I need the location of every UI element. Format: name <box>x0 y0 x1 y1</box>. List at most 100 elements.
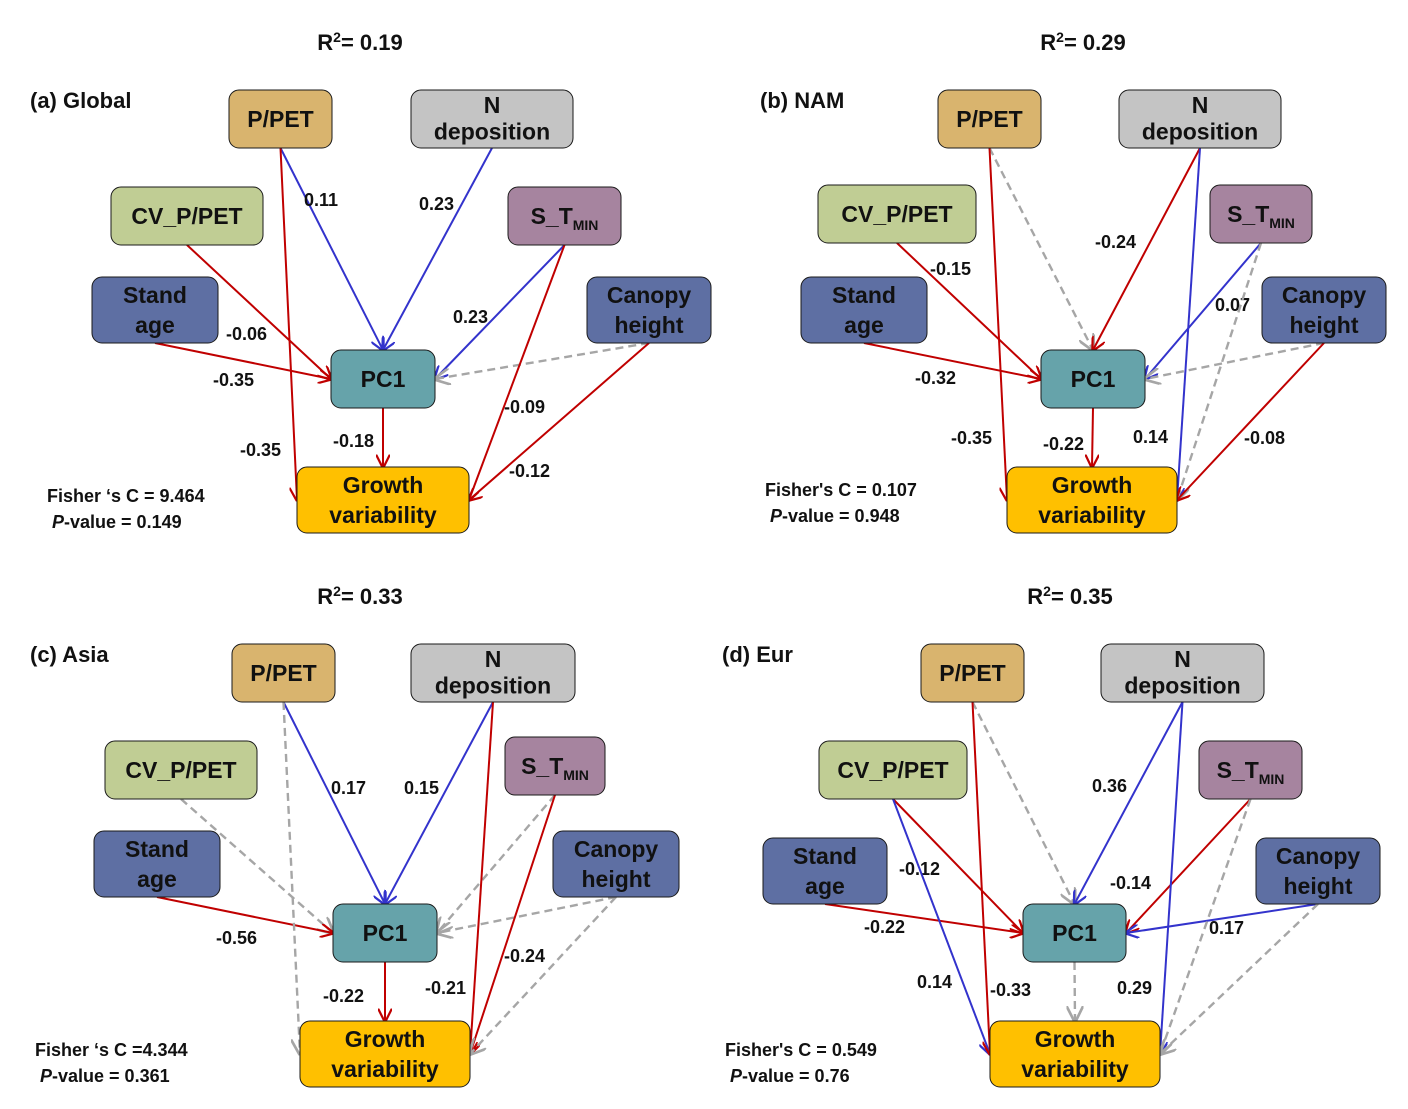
path-stmin-to-growth <box>469 244 566 500</box>
node-box <box>1209 184 1313 244</box>
node-label: S_TMIN <box>531 203 599 233</box>
node-label: Stand <box>125 836 189 862</box>
node-label: N <box>1174 646 1191 672</box>
path-ndep-to-pc1 <box>1075 701 1184 904</box>
path-stmin-to-pc1 <box>437 794 556 933</box>
fisher-c-statistic: Fisher ‘s C =4.344 <box>35 1040 188 1060</box>
path-canopy-to-growth <box>1160 903 1319 1054</box>
path-coefficient-stmin-pc1: 0.23 <box>453 307 488 327</box>
node-box <box>410 643 576 703</box>
node-label: variability <box>331 1056 439 1082</box>
path-coefficient-stmin-growth: -0.24 <box>504 946 545 966</box>
node-label: Canopy <box>574 836 659 862</box>
path-canopy-to-growth <box>469 342 650 500</box>
node-stmin: S_TMIN <box>507 186 622 246</box>
node-label: S_TMIN <box>1217 757 1285 787</box>
path-stmin-to-growth <box>1160 798 1252 1054</box>
node-ppet: P/PET <box>231 643 336 703</box>
path-canopy-to-pc1 <box>1145 341 1325 379</box>
node-stand: Stand age <box>762 837 888 905</box>
node-cv: CV_P/PET <box>818 740 968 800</box>
node-box <box>296 466 470 534</box>
path-ndep-to-pc1 <box>383 147 493 350</box>
path-coefficient-ppet-pc1: 0.17 <box>331 778 366 798</box>
node-label: Stand <box>793 843 857 869</box>
node-box <box>1040 349 1146 409</box>
path-coefficient-cv-pc1: -0.06 <box>226 324 267 344</box>
node-label: N <box>1192 92 1209 118</box>
node-box <box>110 186 264 246</box>
node-stmin: S_TMIN <box>1198 740 1303 800</box>
node-label: height <box>1284 873 1353 899</box>
path-ppet-to-pc1 <box>279 147 384 350</box>
path-ppet-to-pc1 <box>282 701 386 904</box>
r-squared-title: R2= 0.19 <box>317 29 402 55</box>
node-label: height <box>1290 312 1359 338</box>
path-coefficient-ndep-pc1: 0.15 <box>404 778 439 798</box>
node-box <box>1022 903 1127 963</box>
node-stmin: S_TMIN <box>1209 184 1313 244</box>
path-stand-to-pc1 <box>824 903 1023 933</box>
node-label: height <box>582 866 651 892</box>
path-canopy-to-pc1 <box>1126 903 1319 933</box>
path-coefficient-ndep-growth: -0.21 <box>425 978 466 998</box>
path-coefficient-ndep-pc1: 0.36 <box>1092 776 1127 796</box>
node-box <box>231 643 336 703</box>
path-stand-to-pc1 <box>156 896 333 933</box>
path-ndep-to-pc1 <box>385 701 494 904</box>
node-box <box>989 1020 1161 1088</box>
path-coefficient-pc1-growth: -0.18 <box>333 431 374 451</box>
node-label: S_TMIN <box>521 753 589 783</box>
node-label: Growth <box>1035 1026 1116 1052</box>
node-label: variability <box>329 502 437 528</box>
p-value: P-value = 0.948 <box>770 506 900 526</box>
path-coefficient-ppet-pc1: 0.11 <box>304 190 338 210</box>
path-coefficient-stmin-pc1: 0.07 <box>1215 295 1250 315</box>
node-label: age <box>135 312 175 338</box>
panel-b: R2= 0.29(b) NAM-0.240.07-0.15-0.32-0.35-… <box>760 29 1387 534</box>
node-label: PC1 <box>363 920 408 946</box>
node-label: P/PET <box>939 660 1005 686</box>
path-ndep-to-growth <box>470 701 494 1054</box>
node-label: PC1 <box>1052 920 1097 946</box>
path-stmin-to-growth <box>470 794 556 1054</box>
path-stmin-to-pc1 <box>1126 798 1252 933</box>
path-coefficient-ndep-growth: 0.29 <box>1117 978 1152 998</box>
node-box <box>762 837 888 905</box>
node-box <box>818 740 968 800</box>
node-label: deposition <box>435 673 551 699</box>
node-label: age <box>805 873 845 899</box>
node-label: deposition <box>1142 119 1258 145</box>
path-stmin-to-pc1 <box>1145 242 1262 379</box>
path-cv-to-growth <box>892 798 990 1054</box>
node-label: S_TMIN <box>1227 201 1295 231</box>
node-cv: CV_P/PET <box>104 740 258 800</box>
node-box <box>1100 643 1265 703</box>
node-box <box>504 736 606 796</box>
node-ppet: P/PET <box>228 89 333 149</box>
node-box <box>552 830 680 898</box>
path-ppet-to-growth <box>988 147 1008 500</box>
node-cv: CV_P/PET <box>110 186 264 246</box>
node-box <box>228 89 333 149</box>
path-canopy-to-growth <box>470 896 617 1054</box>
node-label: age <box>844 312 884 338</box>
fisher-c-statistic: Fisher's C = 0.549 <box>725 1040 877 1060</box>
node-box <box>104 740 258 800</box>
node-label: PC1 <box>361 366 406 392</box>
path-coefficient-stand-pc1: -0.56 <box>216 928 257 948</box>
node-cv: CV_P/PET <box>817 184 977 244</box>
node-label: Stand <box>123 282 187 308</box>
path-canopy-to-growth <box>1177 342 1325 500</box>
node-box <box>93 830 221 898</box>
node-label: CV_P/PET <box>837 757 948 783</box>
r-squared-title: R2= 0.29 <box>1040 29 1125 55</box>
path-cv-to-pc1 <box>892 798 1023 933</box>
node-box <box>1118 89 1282 149</box>
path-coefficient-pc1-growth: -0.22 <box>1043 434 1084 454</box>
